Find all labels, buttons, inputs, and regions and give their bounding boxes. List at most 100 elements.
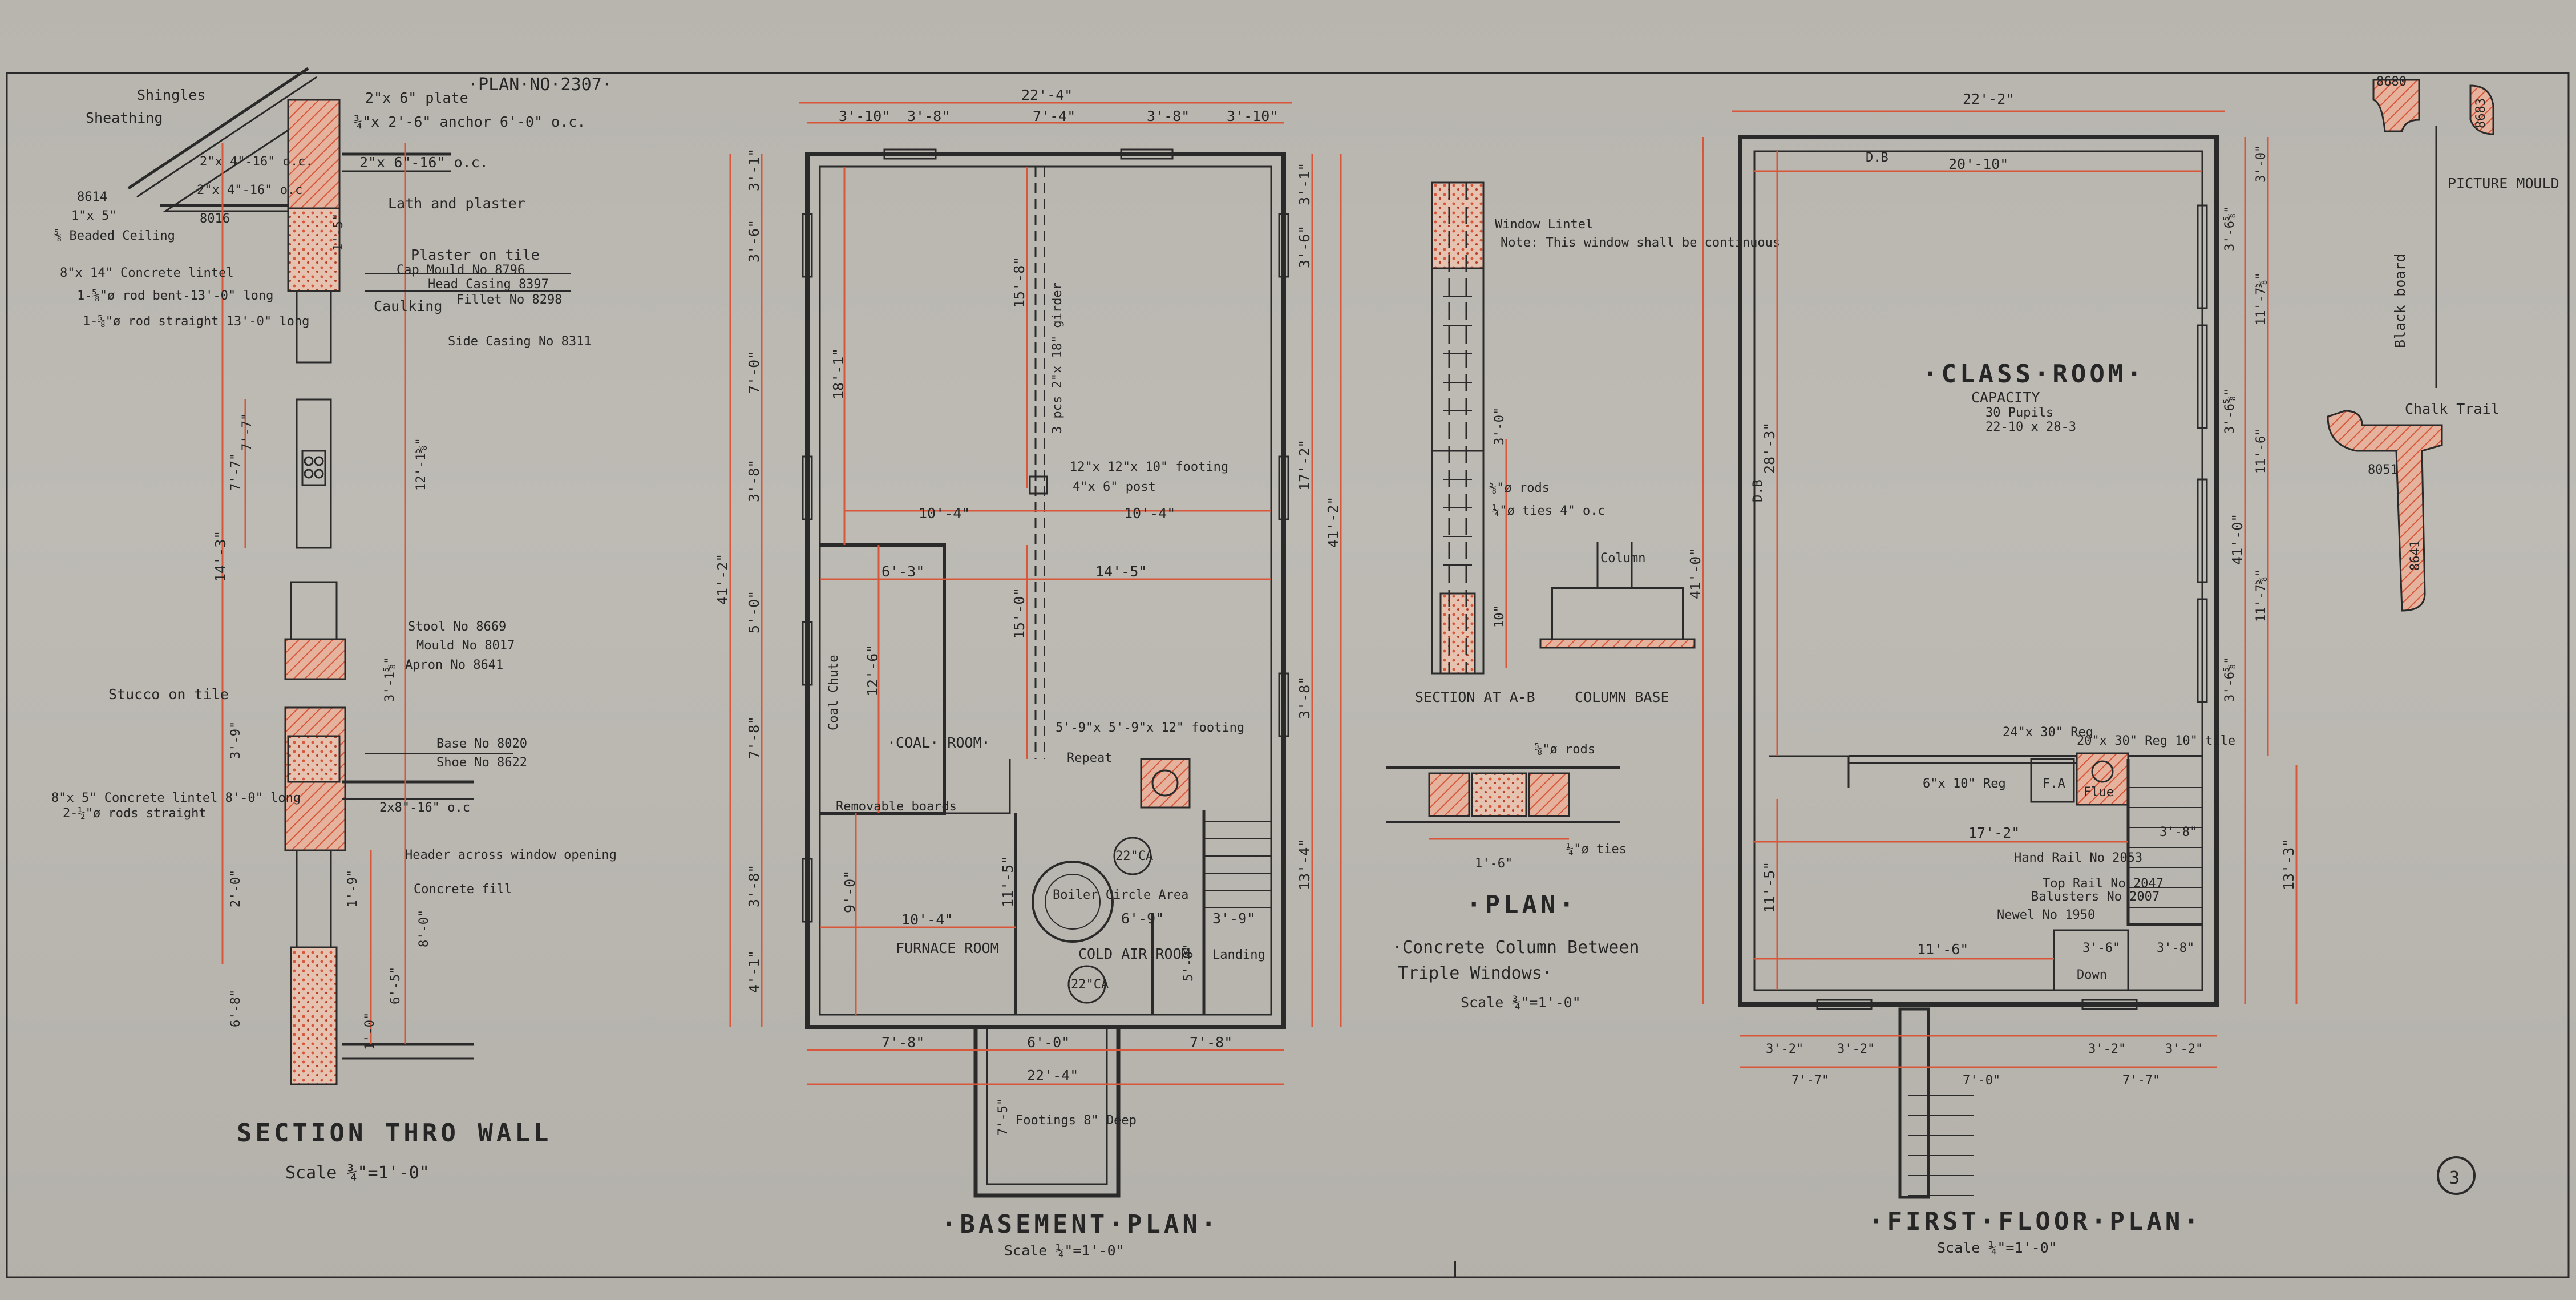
lbl-plaster-tile: Plaster on tile — [411, 247, 540, 263]
floor-dim-left-11-5: 11'-5" — [1761, 862, 1778, 913]
lbl-side-casing: Side Casing No 8311 — [448, 334, 592, 349]
floor-windows-right — [2197, 204, 2208, 703]
floor-dim-inner-3-8: 3'-8" — [2160, 825, 2197, 839]
floor-dim-bottom-7: 3'-2" — [2165, 1042, 2203, 1056]
classroom-title: ·CLASS·ROOM· — [1923, 360, 2145, 389]
column-base-ground — [1539, 638, 1696, 649]
floor-dim-left-28-3: 28'-3" — [1761, 422, 1778, 474]
lbl-newel: Newel No 1950 — [1997, 908, 2095, 922]
lbl-joist-2x8: 2x8"-16" o.c — [379, 801, 470, 815]
basement-stair — [1204, 821, 1271, 908]
basement-inner-wall — [819, 165, 1272, 1016]
moulding-labels: 8680 8683 PICTURE MOULD Black board Chal… — [2368, 75, 2559, 571]
basement-window-right-3 — [1278, 672, 1289, 737]
floor-window-bottom-2 — [2081, 999, 2138, 1010]
lbl-column-base: COLUMN BASE — [1575, 689, 1669, 705]
post-footing — [1029, 475, 1048, 495]
basement-plan — [729, 102, 1342, 1198]
plan-number: ·PLAN·NO·2307· — [468, 75, 612, 95]
lbl-shoe: Shoe No 8622 — [436, 756, 527, 770]
basement-window-top-1 — [883, 148, 937, 160]
lbl-fa: F.A — [2043, 777, 2065, 791]
lbl-joist-2x6: 2"x 6"-16" o.c. — [359, 154, 488, 171]
floor-dim-right-6: 3'-6⅝" — [2223, 657, 2237, 702]
lbl-column: Column — [1600, 551, 1645, 566]
lbl-section-ab: SECTION AT A-B — [1415, 689, 1535, 705]
bsmt-dim-inner-10-4c: 10'-4" — [901, 911, 953, 928]
plan-column-center — [1471, 772, 1527, 817]
first-floor-scale: Scale ¼"=1'-0" — [1937, 1240, 2057, 1256]
floor-dim-right-2: 3'-6⅝" — [2223, 206, 2237, 251]
lbl-beaded-ceiling: ⅝ Beaded Ceiling — [54, 229, 175, 243]
sheet-border — [6, 72, 2570, 1278]
dim-7-7-section: 7'-7" — [229, 453, 243, 491]
bsmt-dim-left-7: 3'-8" — [746, 865, 762, 907]
lbl-footing-small: 5'-9"x 5'-9"x 12" footing — [1056, 721, 1244, 735]
dim-6-8: 6'-8" — [229, 990, 243, 1027]
bsmt-dim-bottom-3: 7'-8" — [1190, 1034, 1232, 1051]
floor-partition-end — [1769, 755, 1850, 788]
lbl-shingles: Shingles — [137, 87, 205, 103]
entry-steps-frame — [1898, 1007, 1930, 1199]
rod-circle-1 — [304, 456, 314, 466]
lbl-down: Down — [2077, 968, 2107, 982]
lbl-8016: 8016 — [200, 212, 230, 226]
lbl-coal-chute: Coal Chute — [827, 655, 841, 730]
basement-title: ·BASEMENT·PLAN· — [941, 1210, 1219, 1239]
column-caption-1: ·Concrete Column Between — [1392, 938, 1639, 958]
rod-circle-2 — [314, 456, 324, 466]
lbl-joist-2x4: 2"x 4"-16" o.c — [197, 183, 302, 197]
lbl-top-rail: Top Rail No 2047 — [2043, 877, 2163, 891]
bsmt-dim-inner-10-4b: 10'-4" — [1124, 505, 1175, 522]
lbl-reg-1: 24"x 30" Reg — [2003, 725, 2093, 740]
floor-dim-bottom-1: 3'-2" — [1766, 1042, 1803, 1056]
basement-dimension-lines — [729, 102, 1342, 1085]
dim-8-0: 8'-0" — [417, 910, 431, 947]
dim-3-1: 3'-1⅝" — [383, 657, 397, 702]
bsmt-dim-right-3: 3'-6" — [1296, 225, 1313, 268]
lbl-m8051: 8051 — [2368, 463, 2398, 477]
bsmt-dim-right-4: 3'-8" — [1296, 676, 1313, 719]
bsmt-dim-top-4: 3'-8" — [1147, 108, 1190, 124]
bsmt-dim-inner-5-0: 5'-0" — [1182, 944, 1196, 982]
floor-dim-bottom-2: 3'-2" — [1837, 1042, 1875, 1056]
floor-dim-inner-3-6: 3'-6" — [2082, 941, 2120, 955]
lbl-column-ties: ¼"ø ties 4" o.c — [1492, 504, 1606, 518]
stair-enclosure — [2126, 759, 2202, 926]
lbl-repeat: Repeat — [1067, 751, 1112, 765]
chimney-flue — [1151, 769, 1179, 797]
lbl-hand-rail: Hand Rail No 2053 — [2014, 851, 2142, 865]
lbl-post: 4"x 6" post — [1073, 480, 1156, 494]
window-sill-frame — [290, 581, 338, 640]
sheet-number: 3 — [2449, 1168, 2460, 1188]
wall-section-scale: Scale ¾"=1'-0" — [285, 1163, 430, 1183]
entry-steps — [1908, 1095, 1974, 1196]
entry-footing-inner — [986, 1026, 1108, 1185]
bsmt-dim-inner-9-0: 9'-0" — [842, 870, 858, 913]
bsmt-dim-left-3: 7'-0" — [746, 351, 762, 394]
dim-3-9: 3'-9" — [229, 721, 243, 759]
mould-profile-8680 — [2372, 79, 2420, 132]
bsmt-dim-right-5: 13'-4" — [1296, 839, 1313, 890]
lbl-plan-ties: ¼"ø ties — [1566, 842, 1627, 857]
basement-window-top-2 — [1120, 148, 1174, 160]
classroom-pupils: 30 Pupils — [1985, 406, 2053, 420]
floor-dim-right-total: 41'-0" — [2229, 514, 2246, 565]
floor-dim-left-total: 41'-0" — [1687, 548, 1704, 599]
dim-7-7-mid: 7'-7" — [240, 413, 254, 451]
lbl-column-note: Note: This window shall be continuous — [1501, 236, 1780, 250]
lbl-boiler: Boiler Circle Area — [1053, 888, 1188, 902]
lbl-window-lintel: Window Lintel — [1495, 217, 1593, 232]
lbl-lath-plaster: Lath and plaster — [388, 195, 525, 212]
dim-column-3-0: 3'-0" — [1493, 407, 1507, 445]
basement-labels: 22'-4" 3'-10" 3'-8" 7'-4" 3'-8" 3'-10" 7… — [714, 87, 1341, 1259]
lbl-plate: 2"x 6" plate — [365, 90, 468, 106]
bsmt-dim-right-2: 3'-1" — [1296, 163, 1313, 205]
first-floor-plan — [1702, 110, 2298, 1199]
classroom-size: 22-10 x 28-3 — [1985, 420, 2076, 434]
floor-dim-top-total: 22'-2" — [1963, 91, 2014, 107]
lbl-sheathing: Sheathing — [86, 110, 163, 126]
dim-2-0: 2'-0" — [229, 870, 243, 907]
bsmt-dim-inner-14-5: 14'-5" — [1095, 563, 1147, 580]
